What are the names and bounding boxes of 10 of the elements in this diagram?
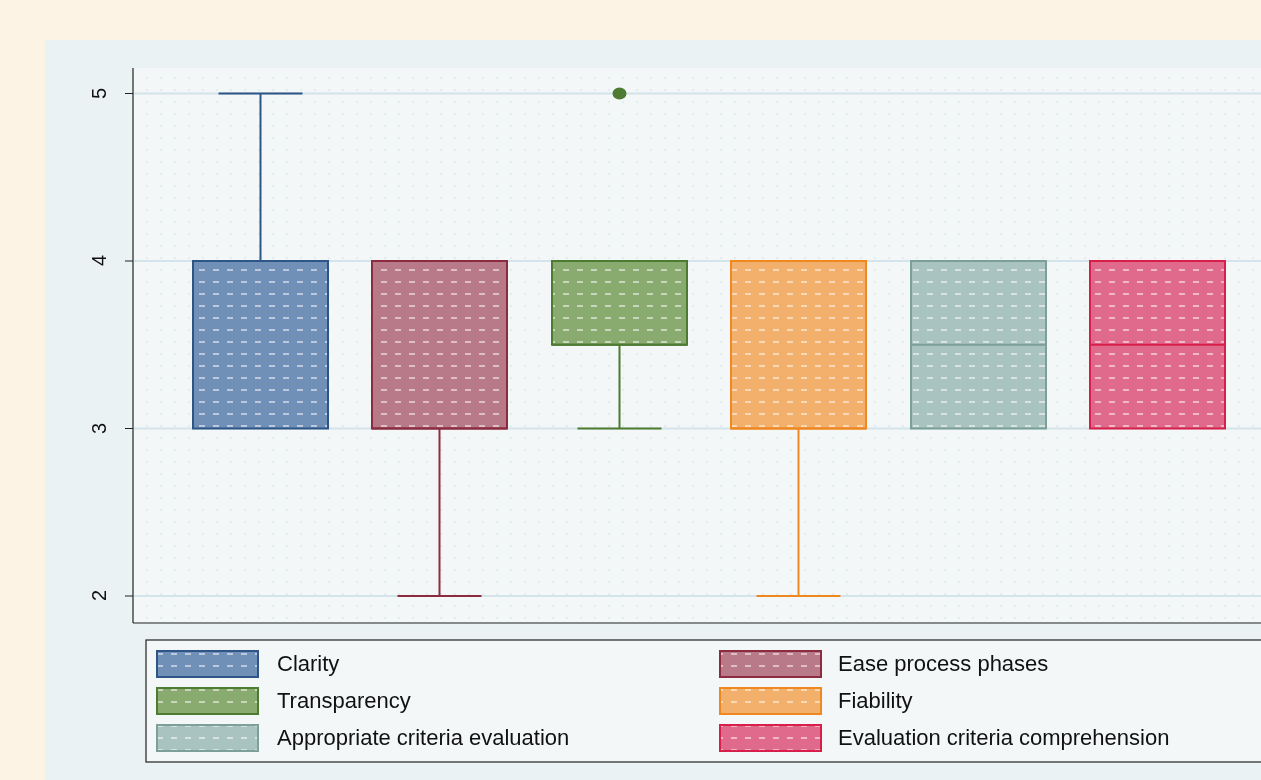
axis-tick-label: 5: [87, 86, 111, 101]
legend-label: Appropriate criteria evaluation: [277, 725, 570, 751]
axis-tick-label: 2: [87, 588, 111, 604]
legend-label: Clarity: [277, 651, 340, 677]
axis-tick-label: 4: [87, 253, 111, 269]
axis-tick-label: 3: [87, 421, 111, 436]
legend-label: Ease process phases: [838, 651, 1049, 677]
legend-label: Evaluation criteria comprehension: [838, 725, 1170, 751]
legend-label: Transparency: [277, 688, 411, 714]
legend-label: Fiability: [838, 688, 913, 714]
